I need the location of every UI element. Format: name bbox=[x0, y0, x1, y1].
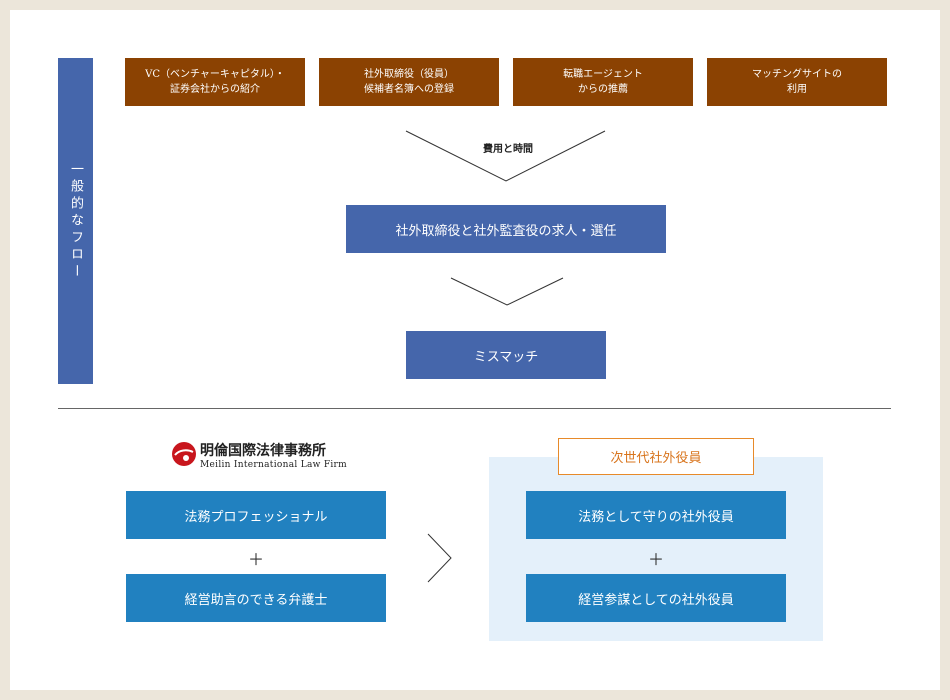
firm-logo-icon bbox=[172, 442, 196, 466]
source-line: 候補者名簿への登録 bbox=[364, 84, 454, 95]
plus-icon: ＋ bbox=[247, 550, 264, 569]
content-panel: 一般的なフロー VC（ベンチャーキャピタル）・ 証券会社からの紹介 社外取締役（… bbox=[10, 10, 940, 690]
source-candidate-registry: 社外取締役（役員） 候補者名簿への登録 bbox=[319, 58, 499, 106]
general-flow-label: 一般的なフロー bbox=[58, 58, 93, 384]
funnel-arrow-icon bbox=[405, 130, 606, 182]
source-line: 転職エージェント bbox=[563, 69, 643, 80]
cost-and-time-label: 費用と時間 bbox=[483, 144, 533, 155]
recruitment-selection-box: 社外取締役と社外監査役の求人・選任 bbox=[346, 205, 666, 253]
source-recruitment-agent: 転職エージェント からの推薦 bbox=[513, 58, 693, 106]
mismatch-box: ミスマッチ bbox=[406, 331, 606, 379]
defensive-officer-box: 法務として守りの社外役員 bbox=[526, 491, 786, 539]
source-line: VC（ベンチャーキャピタル）・ bbox=[145, 69, 285, 80]
section-divider bbox=[58, 408, 891, 409]
management-advisor-lawyer-box: 経営助言のできる弁護士 bbox=[126, 574, 386, 622]
next-gen-officer-tag: 次世代社外役員 bbox=[558, 438, 754, 475]
strategic-advisor-officer-box: 経営参謀としての社外役員 bbox=[526, 574, 786, 622]
chevron-right-icon bbox=[427, 533, 452, 583]
source-matching-site: マッチングサイトの 利用 bbox=[707, 58, 887, 106]
firm-name: 明倫国際法律事務所 bbox=[200, 443, 326, 459]
legal-professional-box: 法務プロフェッショナル bbox=[126, 491, 386, 539]
source-line: 利用 bbox=[787, 84, 807, 95]
firm-logo: 明倫国際法律事務所 Meilin International Law Firm bbox=[171, 438, 391, 478]
source-line: 社外取締役（役員） bbox=[364, 69, 454, 80]
down-chevron-icon bbox=[450, 277, 564, 306]
source-line: 証券会社からの紹介 bbox=[170, 84, 260, 95]
source-line: マッチングサイトの bbox=[752, 69, 842, 80]
plus-icon: ＋ bbox=[647, 550, 664, 569]
firm-name-en: Meilin International Law Firm bbox=[200, 460, 347, 470]
source-line: からの推薦 bbox=[578, 84, 628, 95]
source-vc-referral: VC（ベンチャーキャピタル）・ 証券会社からの紹介 bbox=[125, 58, 305, 106]
